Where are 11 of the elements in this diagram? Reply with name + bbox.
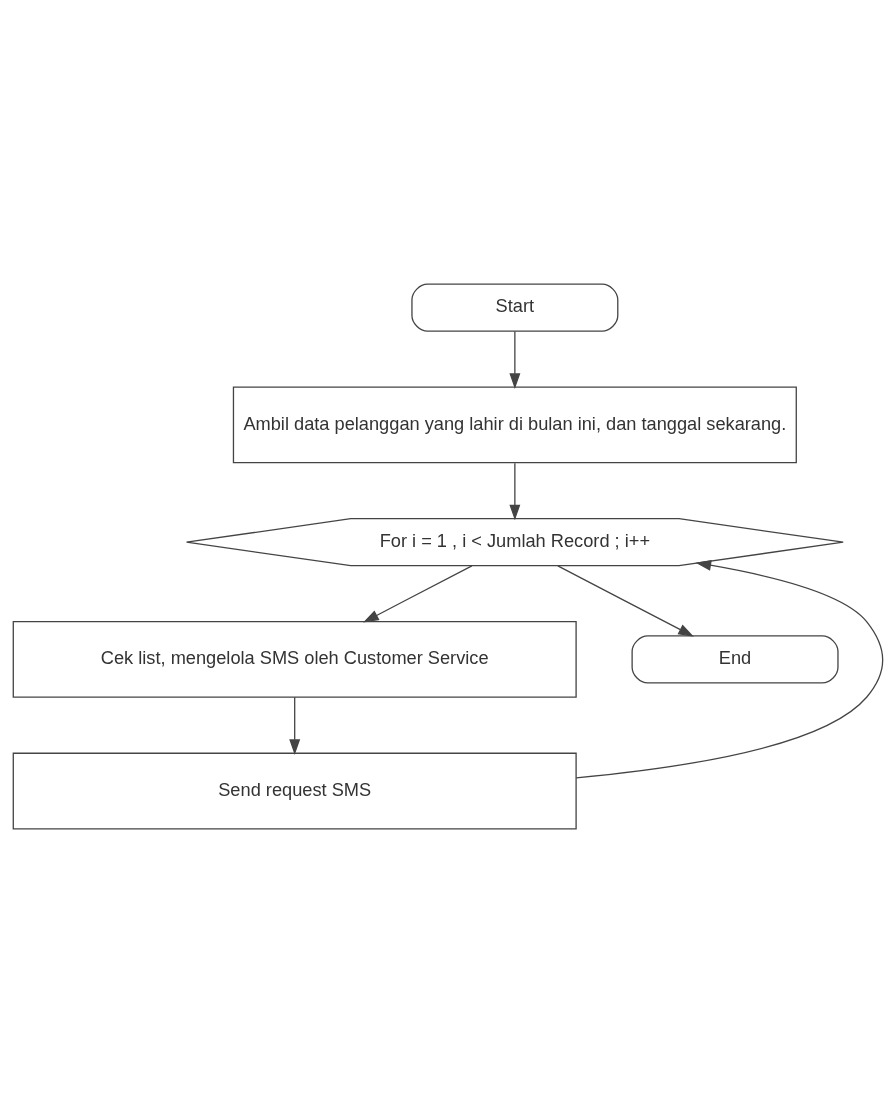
node-box: Cek list, mengelola SMS oleh Customer Service bbox=[12, 620, 577, 698]
arrow bbox=[509, 462, 521, 520]
arrow bbox=[509, 330, 521, 389]
node-box: End bbox=[631, 634, 839, 683]
node-box: Send request SMS bbox=[12, 752, 577, 829]
arrow bbox=[557, 564, 694, 637]
arrow bbox=[363, 564, 473, 622]
node-box: Ambil data pelanggan yang lahir di bulan ini, dan tanggal sekarang. bbox=[232, 386, 797, 463]
arrow bbox=[289, 696, 301, 755]
arrow bbox=[575, 559, 884, 778]
node-box: Start bbox=[411, 283, 619, 332]
